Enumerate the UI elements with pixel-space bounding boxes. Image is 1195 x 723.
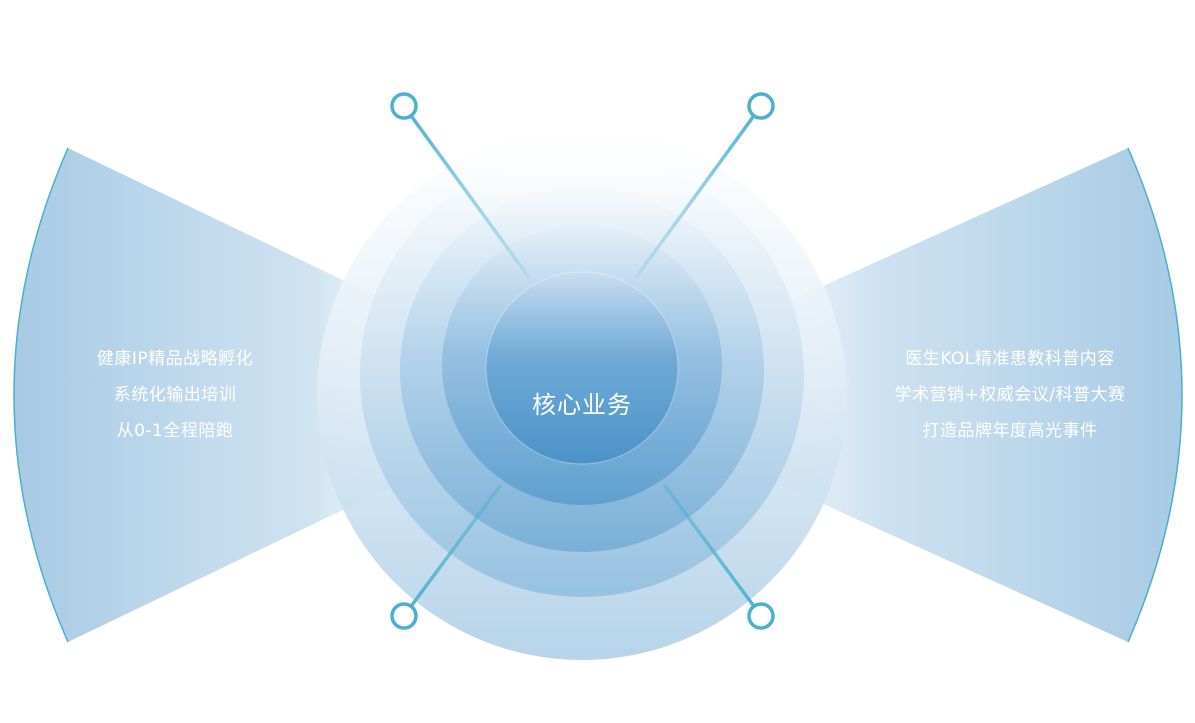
right-line-3: 打造品牌年度高光事件 [922,421,1098,441]
right-panel-text: 医生KOL精准患教科普内容 学术营销+权威会议/科普大赛 打造品牌年度高光事件 [865,341,1155,449]
connector-bottom-left [410,484,502,607]
left-line-3: 从0-1全程陪跑 [116,421,234,441]
node-top-left [390,92,418,120]
left-wing-arc [13,147,69,643]
left-panel-text: 健康IP精品战略孵化 系统化输出培训 从0-1全程陪跑 [55,341,295,449]
ring-core [485,271,679,465]
left-line-2: 系统化输出培训 [113,385,237,405]
node-bottom-right [747,602,775,630]
connector-top-right [635,115,755,278]
connector-bottom-right [663,484,755,607]
right-line-2: 学术营销+权威会议/科普大赛 [894,385,1126,405]
center-title: 核心业务 [532,391,632,419]
right-wing-arc [1127,147,1183,643]
right-wing [582,148,1182,642]
tree-network-icon [5,5,71,71]
connector-top-left [410,115,530,278]
left-wing [14,148,582,642]
node-top-right [747,92,775,120]
left-line-1: 健康IP精品战略孵化 [96,349,254,369]
node-bottom-left [390,602,418,630]
right-line-1: 医生KOL精准患教科普内容 [905,349,1115,369]
